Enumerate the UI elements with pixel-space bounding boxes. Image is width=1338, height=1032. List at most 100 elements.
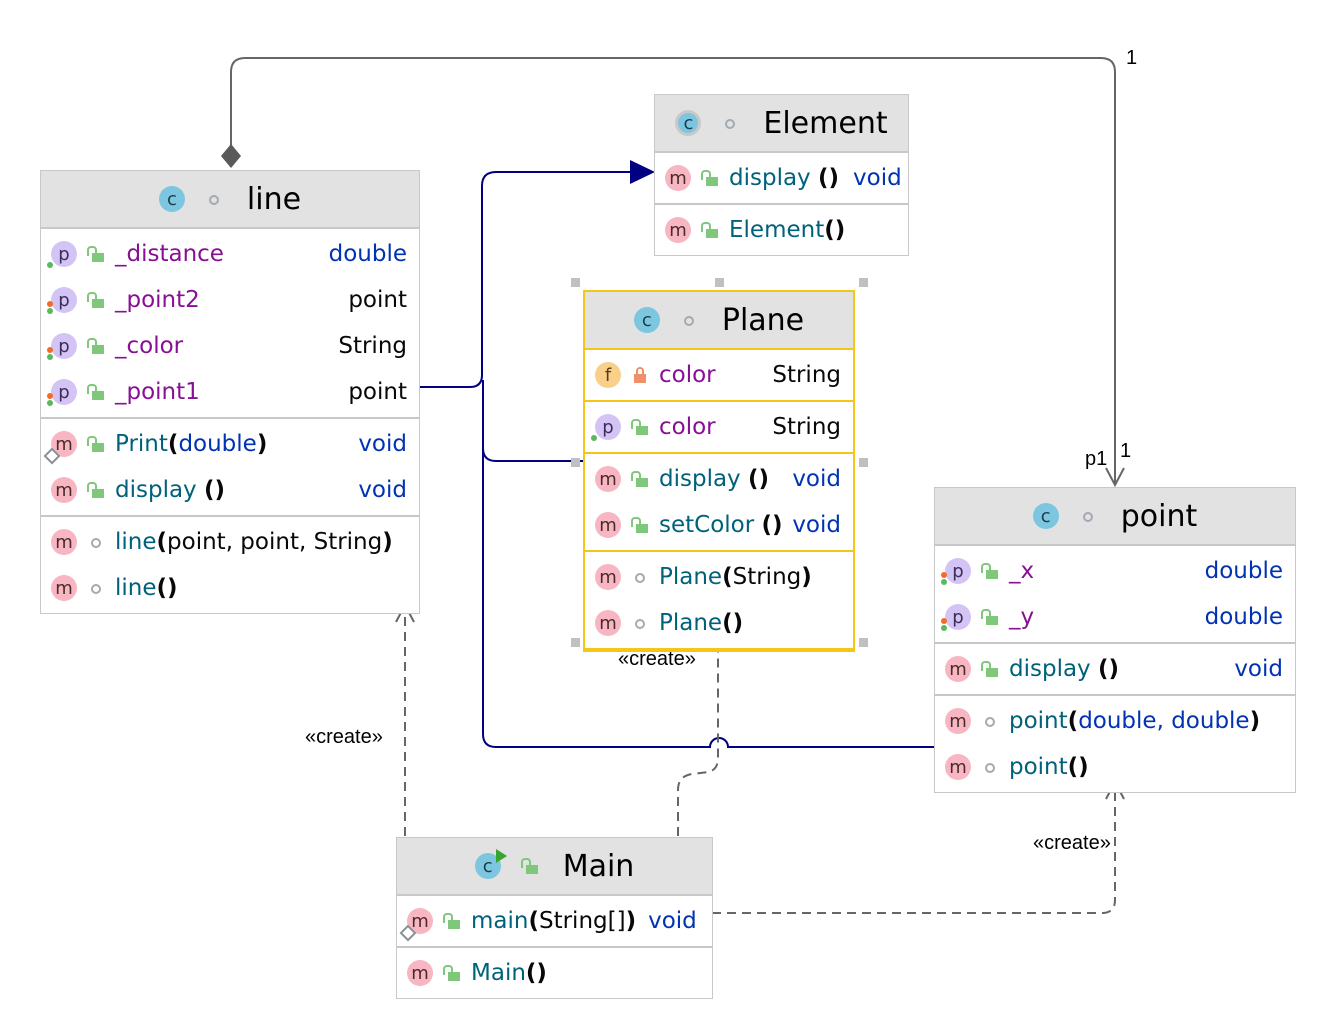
package-visibility-icon: [981, 712, 999, 730]
property-icon: p: [941, 558, 971, 585]
class-node-line[interactable]: c line p _distance double p _point2 poin…: [40, 170, 420, 614]
class-node-main[interactable]: c Main m main(String[]) void m Main(): [396, 837, 713, 999]
inheritance-edge-point-element[interactable]: [482, 440, 934, 748]
fields-section: p _distance double p _point2 point p _co…: [41, 229, 419, 419]
constructor-row[interactable]: m Main(): [397, 950, 712, 996]
method-icon: m: [665, 165, 691, 191]
method-icon: m: [51, 477, 77, 503]
public-lock-icon: [981, 562, 999, 580]
field-type: point: [348, 287, 407, 313]
inheritance-edge-line-element[interactable]: [420, 171, 632, 388]
constructor-signature: point(double, double): [1009, 708, 1261, 734]
dependency-edge-main-point[interactable]: [712, 784, 1116, 914]
package-visibility-icon: [721, 114, 739, 132]
resize-handle[interactable]: [859, 638, 868, 647]
method-icon: m: [51, 575, 77, 601]
method-icon: m: [51, 529, 77, 555]
method-row[interactable]: m display () void: [935, 646, 1295, 692]
return-type: void: [358, 477, 407, 503]
constructor-signature: line(point, point, String): [115, 529, 393, 555]
constructors-section: m Element(): [655, 205, 908, 255]
field-row[interactable]: p _color String: [41, 323, 419, 369]
constructor-row[interactable]: m point(double, double): [935, 698, 1295, 744]
property-icon: p: [941, 604, 971, 631]
dependency-edge-main-plane[interactable]: [677, 636, 719, 836]
method-signature: setColor (): [659, 512, 783, 538]
property-icon: p: [47, 241, 77, 268]
field-name: _y: [1009, 604, 1035, 630]
method-row[interactable]: m display () void: [41, 467, 419, 513]
constructor-signature: Element(): [729, 217, 846, 243]
constructor-row[interactable]: m Element(): [655, 207, 908, 253]
field-name: color: [659, 362, 716, 388]
fields-section: f color String: [585, 350, 853, 402]
public-lock-icon: [631, 418, 649, 436]
fields-section: p _x double p _y double: [935, 546, 1295, 644]
field-row[interactable]: p _distance double: [41, 231, 419, 277]
constructor-row[interactable]: m point(): [935, 744, 1295, 790]
class-header[interactable]: c Plane: [585, 292, 853, 350]
constructor-row[interactable]: m line(point, point, String): [41, 519, 419, 565]
method-icon: m: [43, 431, 77, 465]
constructors-section: m line(point, point, String) m line(): [41, 517, 419, 613]
package-visibility-icon: [1079, 507, 1097, 525]
class-title: Element: [763, 105, 888, 141]
class-header[interactable]: c Main: [397, 838, 712, 896]
package-visibility-icon: [205, 190, 223, 208]
field-row[interactable]: f color String: [585, 352, 853, 398]
package-visibility-icon: [631, 568, 649, 586]
class-node-element[interactable]: c Element m display () void m Element(): [654, 94, 909, 256]
class-icon: c: [633, 307, 660, 333]
property-icon: p: [591, 414, 621, 441]
method-signature: display (): [659, 466, 770, 492]
inheritance-edge-plane-element[interactable]: [482, 380, 584, 462]
method-row[interactable]: m setColor () void: [585, 502, 853, 548]
property-name: color: [659, 414, 716, 440]
method-row[interactable]: m display () void: [655, 155, 908, 201]
method-signature: display (): [115, 477, 226, 503]
resize-handle[interactable]: [571, 278, 580, 287]
field-row[interactable]: p _x double: [935, 548, 1295, 594]
class-header[interactable]: c Element: [655, 95, 908, 153]
method-icon: m: [945, 708, 971, 734]
property-row[interactable]: p color String: [585, 404, 853, 450]
methods-section: m display () void m setColor () void: [585, 454, 853, 552]
constructor-signature: Plane(): [659, 610, 744, 636]
method-row[interactable]: m display () void: [585, 456, 853, 502]
resize-handle[interactable]: [715, 278, 724, 287]
constructor-signature: Main(): [471, 960, 547, 986]
public-lock-icon: [631, 470, 649, 488]
class-header[interactable]: c point: [935, 488, 1295, 546]
class-header[interactable]: c line: [41, 171, 419, 229]
public-lock-icon: [701, 169, 719, 187]
method-icon: m: [595, 564, 621, 590]
method-row[interactable]: m Print(double) void: [41, 421, 419, 467]
resize-handle[interactable]: [859, 458, 868, 467]
abstract-class-icon: c: [675, 110, 702, 136]
field-type: double: [1204, 604, 1283, 630]
constructor-signature: line(): [115, 575, 178, 601]
return-type: void: [792, 512, 841, 538]
property-type: String: [772, 414, 841, 440]
resize-handle[interactable]: [571, 458, 580, 467]
class-title: line: [246, 181, 302, 217]
inheritance-arrowhead-icon: [630, 160, 655, 184]
field-row[interactable]: p _point2 point: [41, 277, 419, 323]
field-row[interactable]: p _y double: [935, 594, 1295, 640]
arrowhead-icon: [1105, 467, 1125, 488]
field-row[interactable]: p _point1 point: [41, 369, 419, 415]
resize-handle[interactable]: [859, 278, 868, 287]
return-type: void: [853, 165, 902, 191]
constructor-row[interactable]: m line(): [41, 565, 419, 611]
composition-edge-line-point[interactable]: [230, 57, 1116, 484]
method-icon: m: [595, 512, 621, 538]
class-node-plane[interactable]: c Plane f color String p color String m …: [583, 290, 855, 652]
resize-handle[interactable]: [571, 638, 580, 647]
constructor-row[interactable]: m Plane(): [585, 600, 853, 646]
constructor-row[interactable]: m Plane(String): [585, 554, 853, 600]
class-node-point[interactable]: c point p _x double p _y double m displa…: [934, 487, 1296, 793]
return-type: void: [648, 908, 697, 934]
public-lock-icon: [87, 245, 105, 263]
method-row[interactable]: m main(String[]) void: [397, 898, 712, 944]
